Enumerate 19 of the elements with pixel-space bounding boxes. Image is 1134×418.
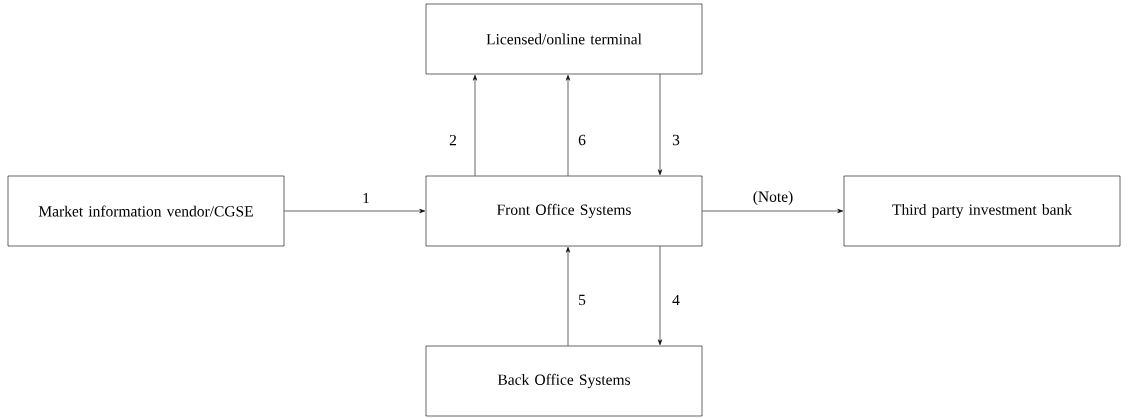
arrow xyxy=(565,74,571,176)
process-box: Back Office Systems xyxy=(425,345,703,417)
edge-label: (Note) xyxy=(753,190,793,205)
arrow xyxy=(702,208,844,214)
process-box: Market information vendor/CGSE xyxy=(7,175,285,247)
arrow xyxy=(284,208,426,214)
edge-label: 4 xyxy=(672,294,680,306)
process-box: Third party investment bank xyxy=(843,175,1121,247)
edge-label: 6 xyxy=(578,134,586,146)
arrow xyxy=(657,246,663,346)
process-box: Licensed/online terminal xyxy=(425,3,703,75)
arrow xyxy=(565,246,571,346)
process-box: Front Office Systems xyxy=(425,175,703,247)
edge-label: 5 xyxy=(579,294,586,306)
arrow xyxy=(657,74,663,176)
edge-label: 1 xyxy=(363,192,369,204)
arrow xyxy=(472,74,478,176)
edge-label: 2 xyxy=(449,134,456,146)
edge-label: 3 xyxy=(672,134,680,146)
